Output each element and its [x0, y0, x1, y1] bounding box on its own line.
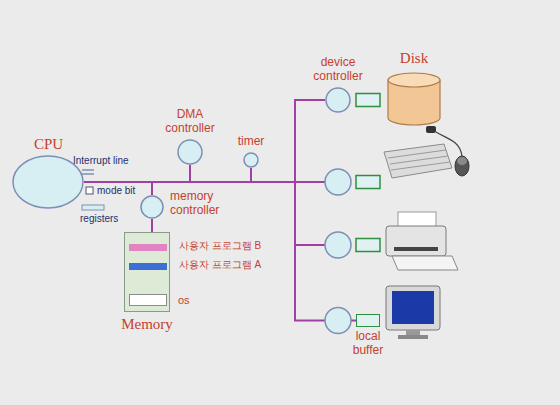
- shape-outline: [243, 152, 259, 168]
- node-label: Disk: [384, 50, 444, 67]
- cable-plug: [426, 126, 436, 133]
- node-label: DMA controller: [158, 108, 222, 136]
- register-bar: [82, 205, 104, 210]
- bus-line: [151, 219, 153, 232]
- keyboard-row: [388, 150, 446, 158]
- monitor-base: [398, 335, 428, 339]
- node-label: Memory: [112, 316, 182, 333]
- bus-line: [84, 182, 356, 321]
- ellipse-shape: [326, 88, 350, 112]
- bus-branch: [295, 244, 325, 246]
- keyboard-row: [390, 156, 448, 164]
- mode-bit-square: [86, 187, 93, 194]
- shape-outline: [140, 195, 164, 219]
- disk-cylinder: Disk: [387, 72, 441, 126]
- node-label: 사용자 프로그램 A: [179, 259, 261, 271]
- local-buffer-box: local buffer: [356, 314, 380, 327]
- device-controller-circle: device controller: [325, 87, 351, 113]
- bus-line: [84, 165, 190, 182]
- shape-outline: [177, 139, 203, 165]
- controller-circle: [325, 232, 351, 258]
- monitor-stand: [406, 330, 420, 335]
- program-band: 사용자 프로그램 B: [129, 244, 167, 251]
- node-label: CPU: [34, 136, 63, 153]
- ellipse-shape: [178, 140, 202, 164]
- mouse: [455, 156, 469, 176]
- node-label: 사용자 프로그램 B: [179, 240, 261, 252]
- monitor-screen: [392, 291, 434, 324]
- ellipse-shape: [244, 153, 258, 167]
- buffer-box: [356, 94, 380, 107]
- node-label: memory controller: [170, 190, 234, 218]
- keyboard-body: [384, 144, 452, 178]
- shape-outline: [387, 72, 441, 126]
- cylinder-top: [388, 73, 440, 87]
- mouse-top: [457, 157, 467, 165]
- node-label: device controller: [306, 56, 370, 84]
- ellipse-shape: [13, 156, 83, 208]
- node-label: local buffer: [346, 330, 390, 358]
- memory-box: Memory사용자 프로그램 B사용자 프로그램 Aos: [124, 232, 170, 312]
- part-label: registers: [80, 213, 118, 225]
- controller-circle: [325, 169, 351, 195]
- buffer-box: [356, 176, 380, 189]
- memory-controller-circle: memory controller: [140, 195, 164, 219]
- bus-line: [84, 168, 251, 182]
- dma-controller-circle: DMA controller: [177, 139, 203, 165]
- interrupt-mark: [82, 169, 94, 171]
- part-label: mode bit: [97, 185, 135, 197]
- printer-body: [386, 226, 446, 256]
- node-label: os: [178, 294, 190, 307]
- node-label: timer: [226, 135, 276, 149]
- monitor-frame: [386, 286, 440, 330]
- printer-slot: [394, 247, 438, 251]
- program-band: 사용자 프로그램 A: [129, 263, 167, 270]
- bus-branch: [295, 181, 325, 183]
- interrupt-mark: [82, 173, 94, 175]
- controller-circle: [325, 308, 351, 334]
- ellipse-shape: [141, 196, 163, 218]
- buffer-box: [356, 239, 380, 252]
- mouse-cable: [436, 132, 462, 156]
- shape-outline: [325, 87, 351, 113]
- printer-tray: [392, 256, 458, 270]
- signal-label: Interrupt line: [73, 155, 129, 167]
- bus-line: [84, 100, 325, 182]
- os-box: os: [129, 294, 167, 306]
- timer-circle: timer: [243, 152, 259, 168]
- keyboard-row: [391, 162, 450, 170]
